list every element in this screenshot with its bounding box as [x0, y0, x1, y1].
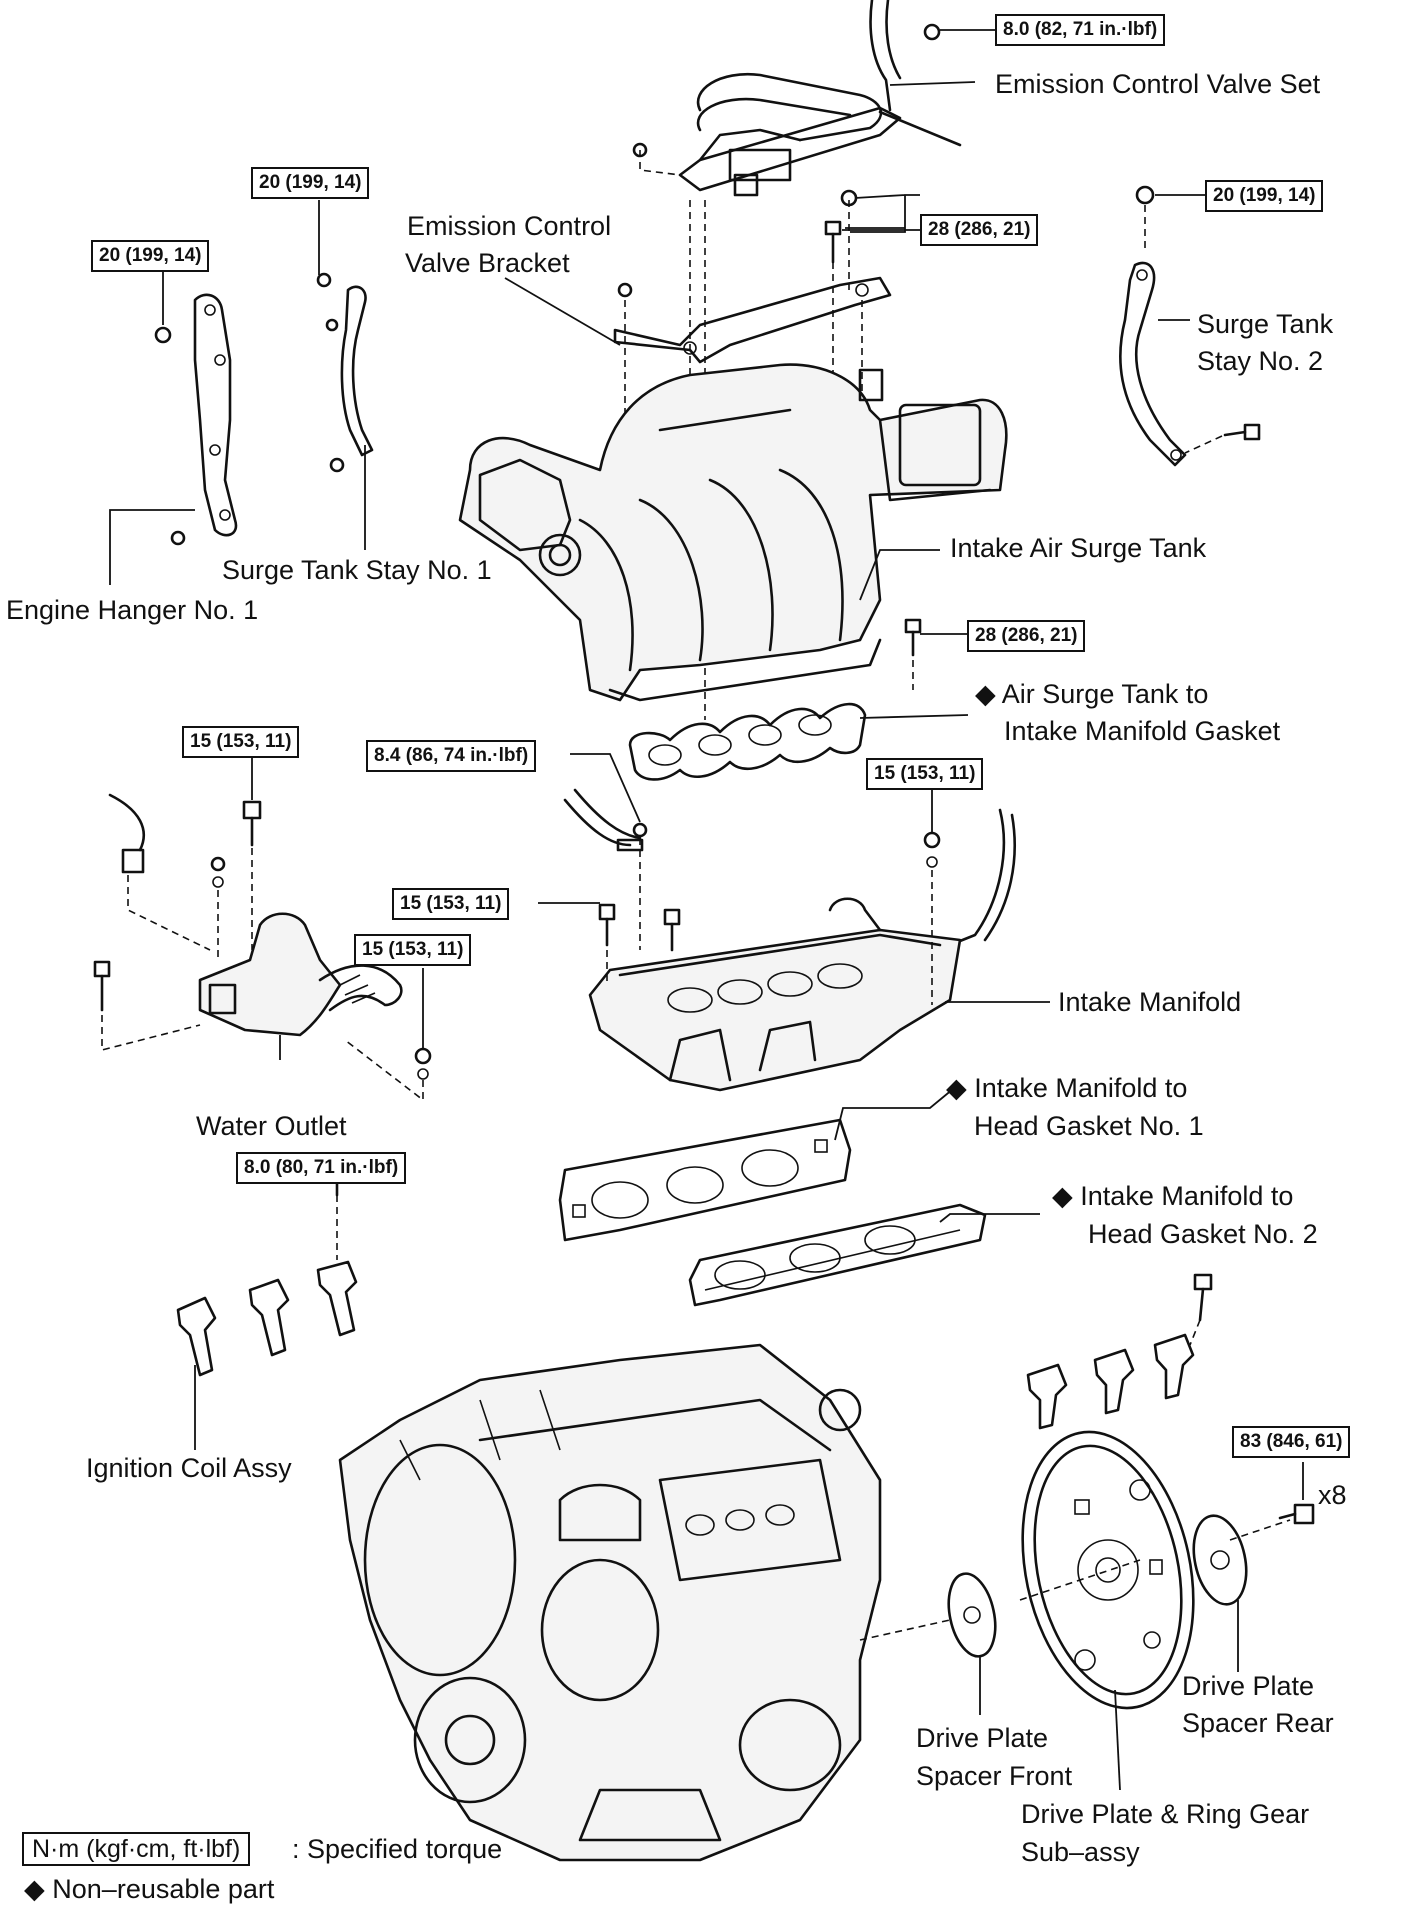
leader-lines: [109, 29, 1304, 1791]
intake-air-surge-tank-drawing: [458, 363, 1008, 702]
intake-manifold-drawing: [563, 788, 1016, 1092]
water-outlet-drawing: [93, 793, 432, 1102]
legend-nonreusable: ◆ Non–reusable part: [24, 1872, 274, 1906]
legend-unit-box: N·m (kgf·cm, ft·lbf): [22, 1832, 251, 1866]
legend-nonreusable-text: Non–reusable part: [52, 1874, 275, 1904]
ignition-coils-left: [176, 1158, 358, 1377]
torque-box-ignition-coil-bolt: 8.0 (80, 71 in.·lbf): [236, 1152, 407, 1184]
label-head-gasket-no1-l1-text: Intake Manifold to: [974, 1073, 1188, 1103]
label-emission-control-valve-set: Emission Control Valve Set: [995, 69, 1321, 99]
label-head-gasket-no1-l2: Head Gasket No. 1: [974, 1111, 1204, 1141]
label-head-gasket-no1-l1: ◆ Intake Manifold to: [946, 1070, 1187, 1107]
label-emission-control-valve-bracket-l1: Emission Control: [407, 211, 612, 241]
emission-control-valve-bracket-drawing: [613, 276, 892, 364]
label-drive-plate-spacer-rear-l2: Spacer Rear: [1182, 1708, 1334, 1738]
label-drive-plate-spacer-front-l2: Spacer Front: [916, 1761, 1073, 1791]
engine-block-drawing: [338, 1343, 882, 1862]
surge-tank-stay-no1-drawing: [316, 272, 374, 473]
torque-box-water-outlet-nut: 15 (153, 11): [354, 934, 472, 966]
head-gasket-no1-drawing: [558, 1118, 852, 1242]
label-drive-plate-ring-gear-l2: Sub–assy: [1021, 1837, 1140, 1867]
label-ignition-coil-assy: Ignition Coil Assy: [86, 1453, 292, 1483]
top-fasteners: [617, 23, 1155, 298]
label-head-gasket-no2-l1: ◆ Intake Manifold to: [1052, 1178, 1293, 1215]
label-intake-manifold: Intake Manifold: [1058, 987, 1242, 1017]
torque-box-surge-tank-bolt: 28 (286, 21): [967, 620, 1086, 652]
torque-box-manifold-nut: 8.4 (86, 74 in.·lbf): [366, 740, 537, 772]
torque-box-engine-hanger: 20 (199, 14): [91, 240, 210, 272]
label-air-surge-tank-gasket-l1-text: Air Surge Tank to: [1001, 679, 1209, 709]
head-gasket-no2-drawing: [688, 1203, 987, 1307]
nonreusable-mark-1: ◆: [975, 679, 996, 709]
torque-box-drive-plate-bolt: 83 (846, 61): [1232, 1426, 1351, 1458]
torque-box-surge-stay-no2: 20 (199, 14): [1205, 180, 1324, 212]
label-surge-tank-stay-no2-l2: Stay No. 2: [1197, 346, 1324, 376]
torque-box-emission-nut: 8.0 (82, 71 in.·lbf): [995, 14, 1166, 46]
label-drive-plate-ring-gear-l1: Drive Plate & Ring Gear: [1021, 1799, 1310, 1829]
label-surge-tank-stay-no1: Surge Tank Stay No. 1: [222, 555, 492, 585]
label-emission-control-valve-bracket-l2: Valve Bracket: [405, 248, 570, 278]
engine-hanger-no1-drawing: [154, 293, 238, 546]
label-water-outlet: Water Outlet: [196, 1111, 347, 1141]
label-intake-air-surge-tank: Intake Air Surge Tank: [950, 533, 1207, 563]
label-air-surge-tank-gasket-l2: Intake Manifold Gasket: [1004, 716, 1281, 746]
nonreusable-mark-legend: ◆: [24, 1874, 45, 1904]
label-bolt-count: x8: [1318, 1480, 1347, 1510]
label-drive-plate-spacer-front-l1: Drive Plate: [916, 1723, 1049, 1753]
label-head-gasket-no2-l1-text: Intake Manifold to: [1080, 1181, 1294, 1211]
torque-box-water-outlet-bolt: 15 (153, 11): [182, 726, 300, 758]
label-drive-plate-spacer-rear-l1: Drive Plate: [1182, 1671, 1315, 1701]
surge-tank-stay-no2-drawing: [1119, 261, 1261, 467]
torque-box-manifold-bolt: 15 (153, 11): [392, 888, 510, 920]
nonreusable-mark-3: ◆: [1052, 1181, 1073, 1211]
label-engine-hanger-no1: Engine Hanger No. 1: [6, 595, 259, 625]
ignition-coils-right: [1026, 1273, 1213, 1430]
emission-control-valve-set-drawing: [678, 0, 962, 197]
torque-box-manifold-right-nut: 15 (153, 11): [866, 758, 984, 790]
surge-tank-bolt: [904, 618, 922, 690]
torque-box-bracket-bolts: 28 (286, 21): [920, 214, 1039, 246]
air-surge-tank-gasket-drawing: [628, 702, 867, 781]
label-head-gasket-no2-l2: Head Gasket No. 2: [1088, 1219, 1318, 1249]
nonreusable-mark-2: ◆: [946, 1073, 967, 1103]
legend-unit-text: : Specified torque: [292, 1834, 503, 1864]
label-surge-tank-stay-no2-l1: Surge Tank: [1197, 309, 1334, 339]
label-air-surge-tank-gasket-l1: ◆ Air Surge Tank to: [975, 676, 1208, 713]
torque-box-surge-stay-no1: 20 (199, 14): [251, 167, 370, 199]
